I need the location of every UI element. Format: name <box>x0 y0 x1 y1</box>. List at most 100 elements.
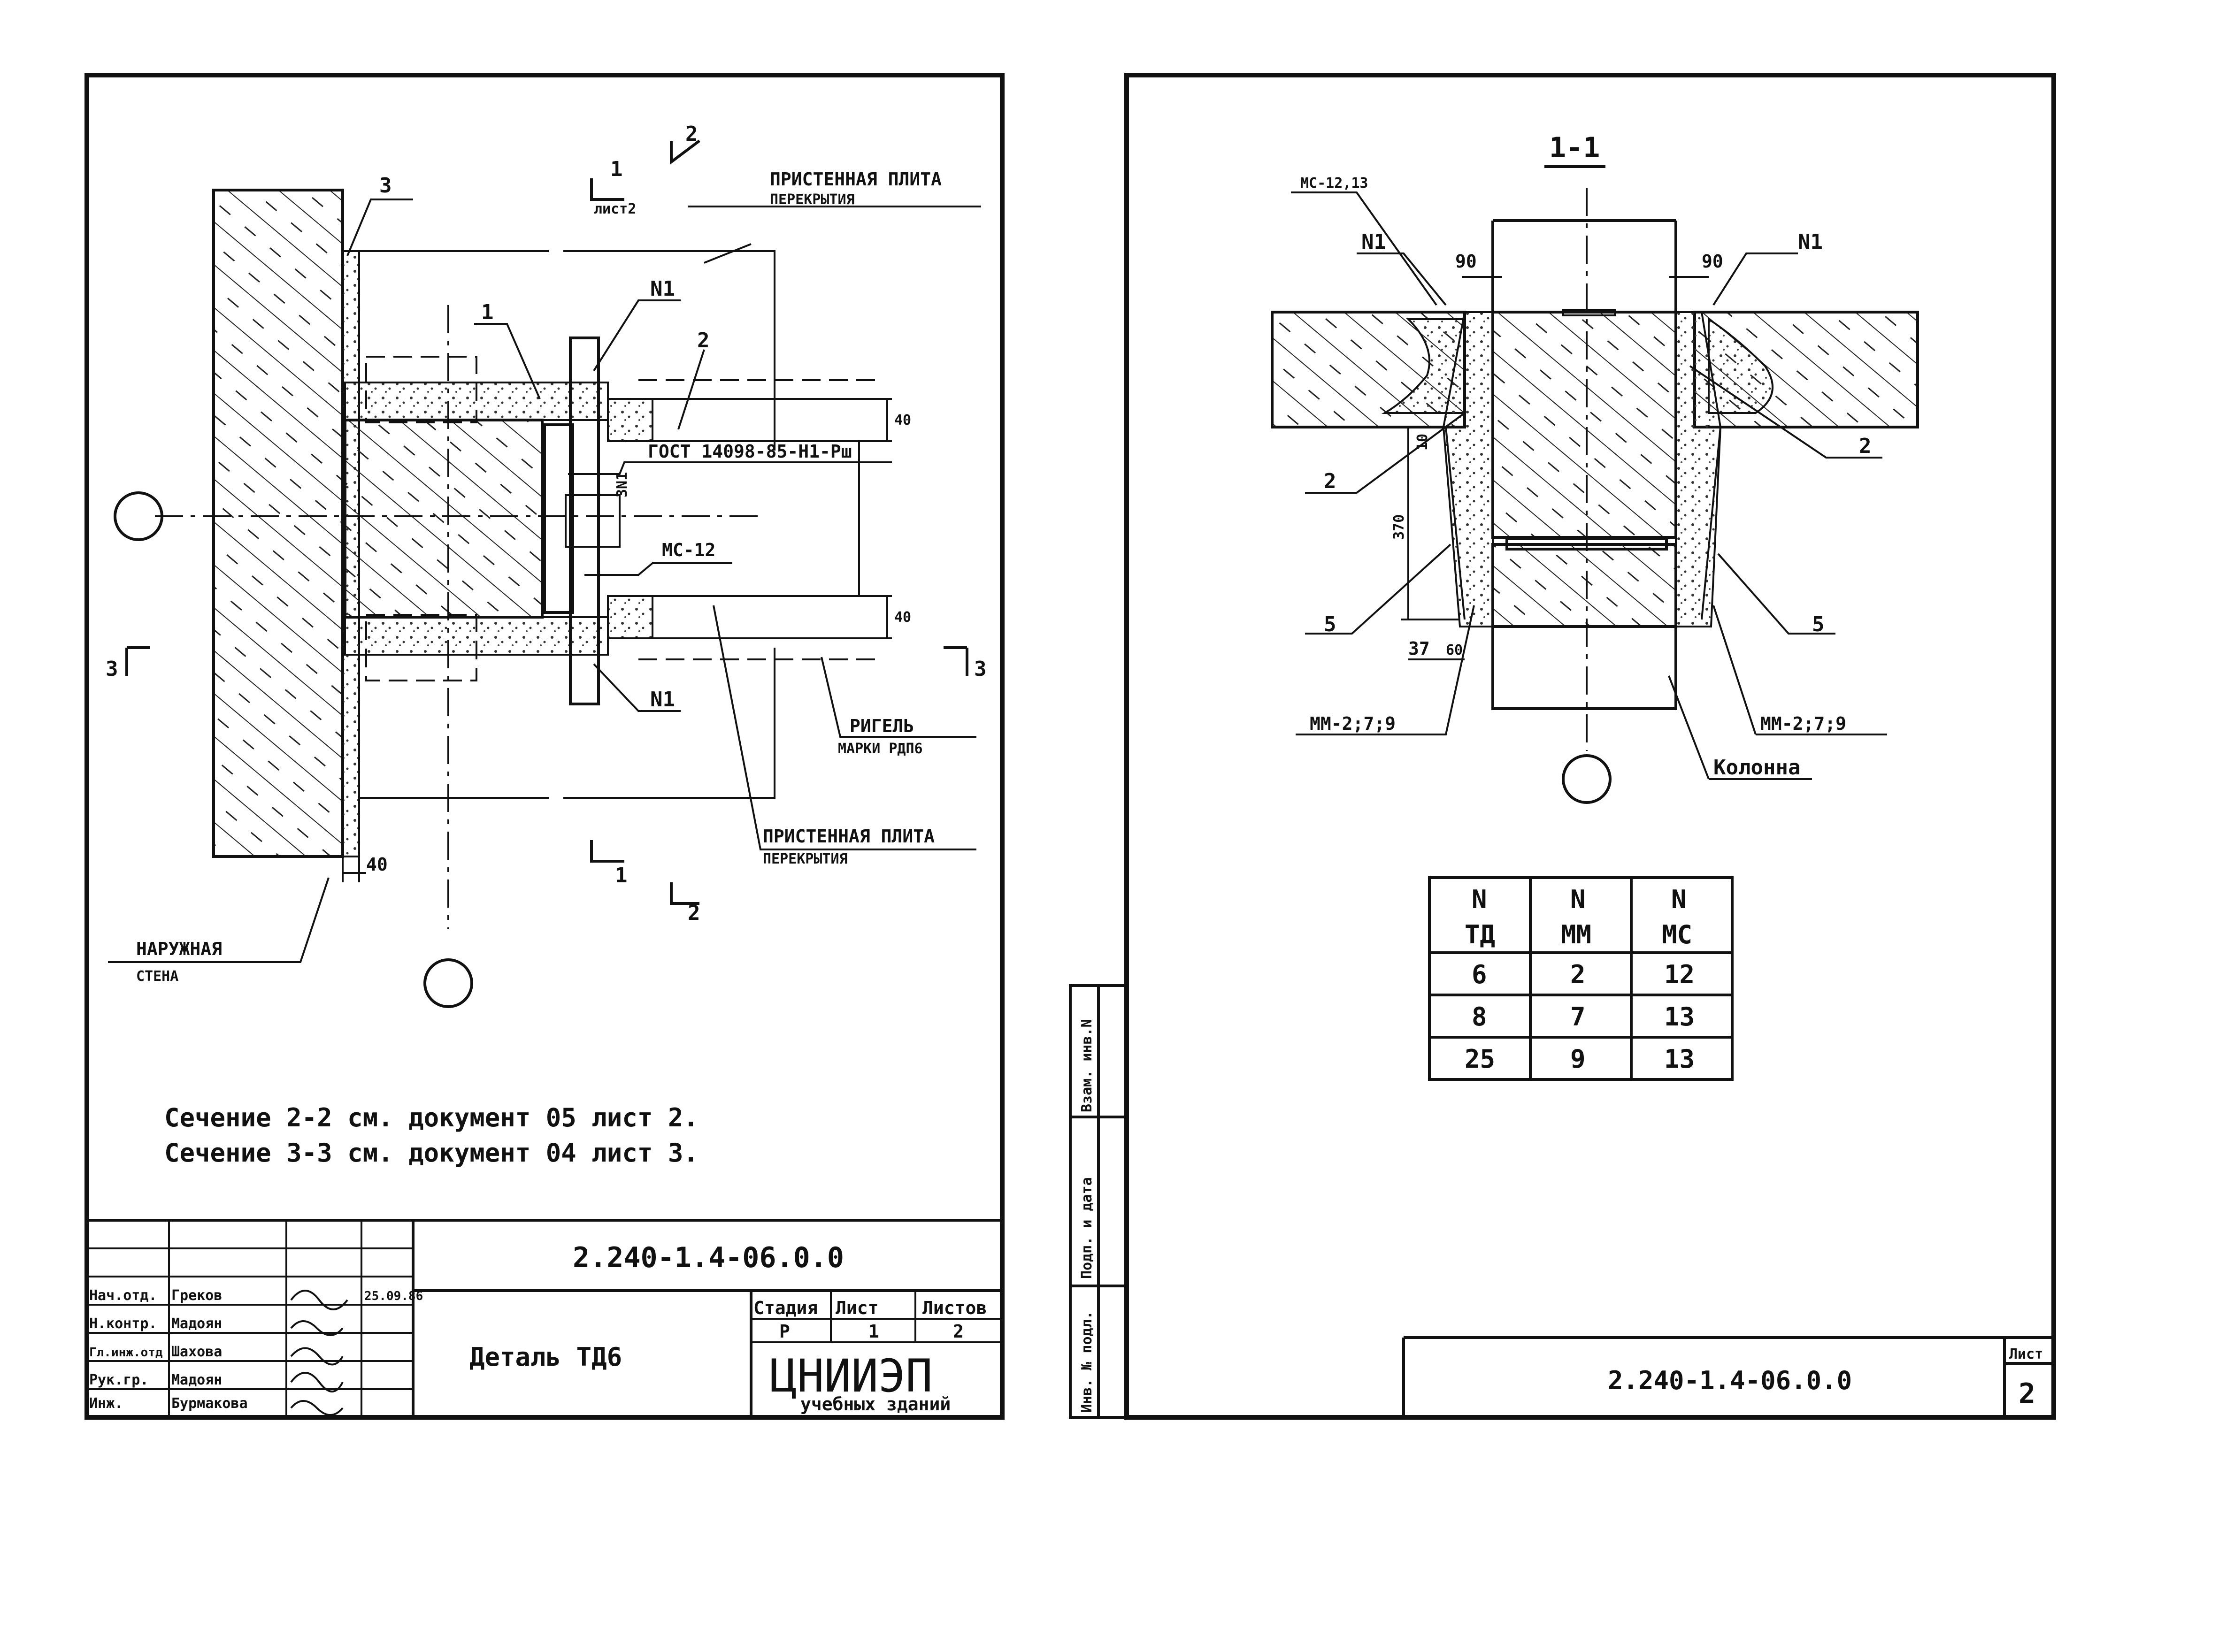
sign-date: 25.09.86 <box>364 1289 423 1303</box>
marks-table: N ТД N ММ N МС 6 2 12 8 7 13 25 9 13 <box>1428 876 1734 1081</box>
leader-mm-right <box>1712 605 1887 735</box>
leader-5-left <box>1305 543 1451 635</box>
leader-2-right <box>1689 365 1882 459</box>
name-3: Мадоян <box>171 1372 222 1388</box>
axis-bubble <box>1562 754 1612 804</box>
callout-5-left: 5 <box>1324 612 1336 636</box>
leader-n1-right <box>1712 252 1798 306</box>
leader-column <box>1668 675 1812 780</box>
section-3-right: 3 <box>974 657 987 681</box>
section-1-top: 1 <box>610 157 623 181</box>
note-section-3: Сечение 3-3 см. документ 04 лист 3. <box>164 1138 699 1168</box>
axis-bubble-left <box>114 491 163 541</box>
col-sheets: Листов <box>922 1298 987 1318</box>
leader-mc12 <box>584 562 732 576</box>
side-stamp: Инв. № подл. Подп. и дата Взам. инв.N <box>1069 984 1128 1419</box>
leader-outer-wall <box>108 877 330 963</box>
section-mark-2-top <box>670 139 700 165</box>
right-sheet-label: Лист <box>2009 1346 2043 1362</box>
n1-right: N1 <box>1798 230 1823 254</box>
callout-2: 2 <box>697 329 710 352</box>
dim-40-c-line <box>342 857 366 882</box>
side-stamp-grid <box>1069 984 1128 1419</box>
dim-40-b: 40 <box>894 609 911 626</box>
outer-wall <box>212 189 344 858</box>
name-4: Бурмакова <box>171 1395 248 1412</box>
td-0-2: 12 <box>1664 960 1695 989</box>
mc12-label: МС-12 <box>662 540 715 560</box>
dim-90-right: 90 <box>1702 251 1723 272</box>
stamp-inv-podl: Инв. № подл. <box>1079 1311 1095 1413</box>
td-2-0: 25 <box>1465 1044 1495 1074</box>
section-mark-1-top <box>590 178 624 201</box>
td-1-0: 8 <box>1472 1002 1487 1032</box>
riegel-outline-bottom <box>365 614 477 681</box>
section-mark-2-bottom <box>670 882 699 905</box>
td-1-2: 13 <box>1664 1002 1695 1032</box>
table-grid <box>1429 878 1732 1079</box>
callout-2-right: 2 <box>1859 434 1872 458</box>
riegel-label-2: МАРКИ РДП6 <box>838 741 923 757</box>
role-3: Рук.гр. <box>89 1372 148 1388</box>
td-1-1: 7 <box>1570 1002 1586 1032</box>
riegel-label-1: РИГЕЛЬ <box>850 716 914 736</box>
left-doc-code: 2.240-1.4-06.0.0 <box>573 1241 844 1274</box>
name-2: Шахова <box>171 1344 222 1360</box>
riegel-dashed-lines <box>638 379 883 660</box>
right-doc-code: 2.240-1.4-06.0.0 <box>1608 1366 1852 1395</box>
stage-value: Р <box>779 1321 790 1342</box>
section-2-bottom: 2 <box>688 901 700 925</box>
th-mm-1: N <box>1570 885 1586 914</box>
outer-wall-label-2: СТЕНА <box>136 968 178 985</box>
right-sheet: 1-1 МС-12,13 <box>1069 73 2056 1420</box>
slab-bottom-edge <box>359 648 775 799</box>
signatures <box>290 1290 348 1416</box>
section-1-bottom: 1 <box>615 864 628 887</box>
td-0-1: 2 <box>1570 960 1586 989</box>
mm-right: ММ-2;7;9 <box>1760 713 1846 734</box>
leader-riegel <box>821 657 976 738</box>
leader-n1-top <box>593 299 681 372</box>
th-mc-1: N <box>1671 885 1687 914</box>
right-title-grid <box>1402 1336 2054 1417</box>
table-frame <box>1428 876 1734 1081</box>
leader-2-left <box>1305 412 1466 494</box>
leader-n1-bottom <box>593 663 681 712</box>
dim-10: 10 <box>1414 434 1431 451</box>
org-name: ЦНИИЭП <box>770 1350 933 1402</box>
haunch-lines <box>1445 427 1721 620</box>
riegel-outline-top <box>365 356 477 423</box>
slab-left-fill <box>1381 318 1466 414</box>
th-mc-2: МС <box>1662 920 1692 949</box>
callout-1: 1 <box>481 300 494 324</box>
section-mark-1-bottom <box>590 840 624 863</box>
left-title-block: 2.240-1.4-06.0.0 Деталь ТД6 Стадия Лист … <box>87 1219 1002 1417</box>
grout-block-bottom-right <box>607 595 653 639</box>
left-sheet-frame <box>84 73 1005 1420</box>
role-4: Инж. <box>89 1395 123 1412</box>
steel-plate <box>569 337 600 705</box>
stage-grid <box>751 1291 1002 1343</box>
stamp-podp-data: Подп. и дата <box>1079 1177 1095 1279</box>
axis-bubble-bottom <box>423 958 473 1008</box>
role-2: Гл.инж.отд <box>89 1346 163 1360</box>
dim-37: 37 <box>1408 638 1430 659</box>
dim-40-c: 40 <box>366 854 388 875</box>
slab-bottom-label-2: ПЕРЕКРЫТИЯ <box>763 851 848 867</box>
leader-gost <box>568 461 892 475</box>
column-top <box>1491 219 1677 312</box>
role-0: Нач.отд. <box>89 1287 157 1304</box>
right-sheet-number: 2 <box>2019 1377 2035 1410</box>
mc-12-13: МС-12,13 <box>1300 175 1368 191</box>
role-1: Н.контр. <box>89 1315 157 1332</box>
weld-gost: ГОСТ 14098-85-Н1-Рш <box>648 441 852 462</box>
section-title: 1-1 <box>1549 131 1600 164</box>
weld-3n1: 3N1 <box>614 472 630 497</box>
callout-2-left: 2 <box>1324 469 1336 493</box>
dim-40-a-line <box>883 398 892 442</box>
leader-2 <box>677 349 705 430</box>
leader-n1-left <box>1357 252 1447 306</box>
col-sheet: Лист <box>836 1298 879 1318</box>
td-2-2: 13 <box>1664 1044 1695 1074</box>
slab-top-label-1: ПРИСТЕННАЯ ПЛИТА <box>770 169 942 190</box>
